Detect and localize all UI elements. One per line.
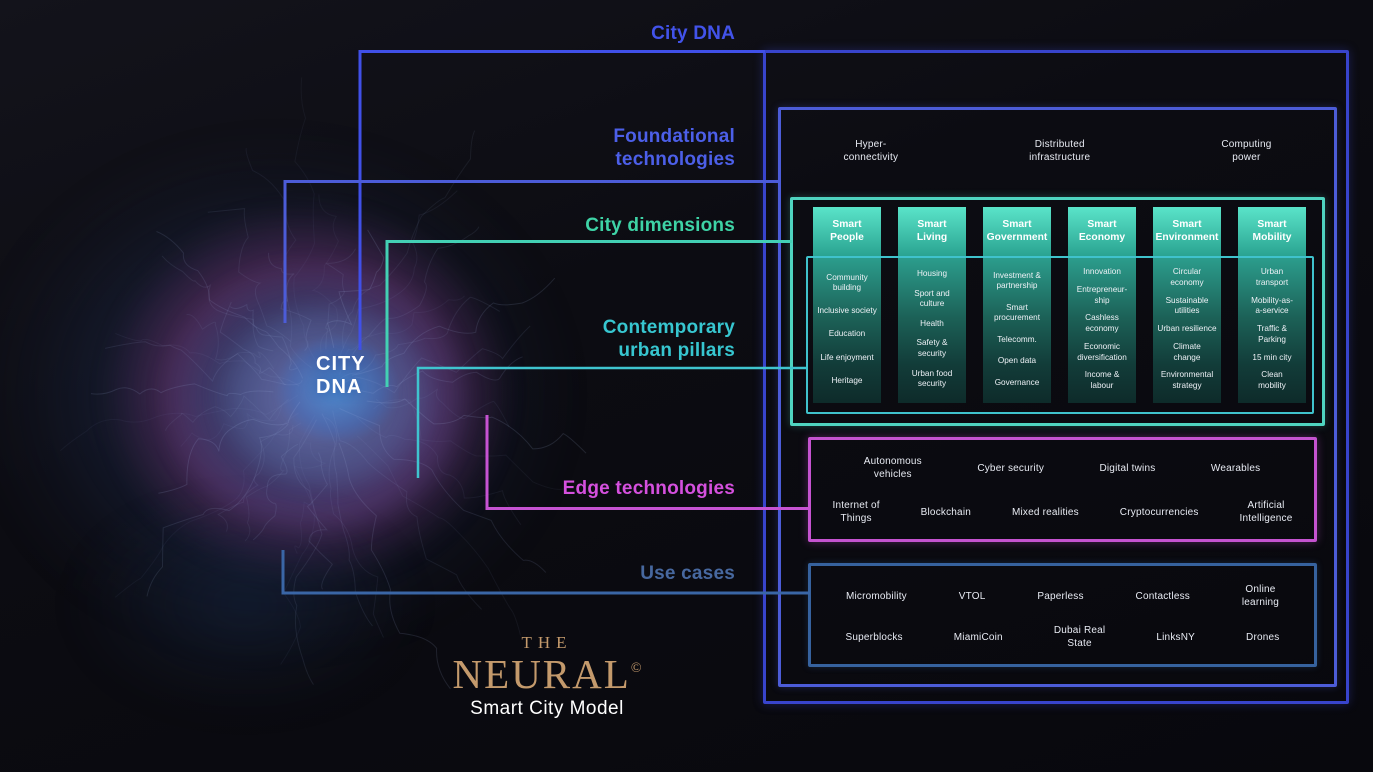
contemporary-urban-pillars-frame [806,256,1314,414]
edge-technology-item: Wearables [1210,462,1261,474]
pillar-title: Smart Living [898,207,966,256]
pillar-item: Telecomm. [997,334,1037,344]
use-case-item: Micromobility [845,590,907,602]
pillar-item: Climate change [1173,341,1201,362]
pillar-item: Clean mobility [1258,370,1286,391]
foundational-item: Hyper- connectivity [843,139,899,163]
pillar-item: Safety & security [916,338,948,359]
logo-the: The [521,633,573,652]
edge-technology-item: Internet of Things [832,500,880,524]
center-city-dna-label: CITY DNA [316,353,366,398]
use-case-item: VTOL [958,590,986,602]
connector-city-dimensions [385,240,792,387]
label-use-cases: Use cases [640,563,735,584]
edge-technology-item: Autonomous vehicles [863,456,922,480]
pillar-item: Sustainable utilities [1165,295,1209,316]
copyright-mark: © [630,661,642,676]
use-case-item: Dubai Real State [1053,625,1106,649]
edge-technology-item: Blockchain [920,506,971,518]
edge-technology-item: Artificial Intelligence [1239,500,1293,524]
logo-name-text: Neural [452,651,631,697]
use-cases-frame [808,563,1317,667]
logo: The Neural© Smart City Model [412,633,682,720]
pillar-item: Economic diversification [1077,341,1127,362]
label-city-dna: City DNA [651,23,735,44]
neural-blob-tail-glow [30,470,460,740]
pillar-title: Smart Mobility [1238,207,1306,256]
connector-contemporary [416,366,808,478]
use-case-item: Online learning [1241,584,1280,608]
logo-name: Neural© [412,651,682,697]
pillar-title: Smart Environment [1153,207,1221,256]
pillar-item: Cashless economy [1085,313,1119,334]
label-contemporary-urban-pillars: Contemporary urban pillars [602,317,735,361]
pillar-item: Open data [997,356,1037,366]
pillar-item: Mobility-as- a-service [1251,295,1293,316]
neural-blob-mid-layer [128,232,503,567]
pillar-item: Smart procurement [994,302,1040,323]
edge-technology-item: Cryptocurrencies [1119,506,1199,518]
edge-technology-item: Mixed realities [1011,506,1079,518]
foundational-row: Hyper- connectivity Distributed infrastru… [778,112,1337,190]
use-case-item: MiamiCoin [953,631,1003,643]
label-edge-technologies: Edge technologies [562,478,735,499]
pillar-item: Circular economy [1170,267,1204,287]
pillar-item: Inclusive society [817,306,877,316]
label-foundational-technologies: Foundational technologies [613,126,735,170]
pillar-item: Governance [994,377,1040,387]
pillar-item: Community building [826,272,868,293]
use-case-item: Superblocks [845,631,903,643]
pillar-item: Health [920,318,944,328]
use-case-item: LinksNY [1156,631,1196,643]
foundational-item: Computing power [1221,139,1272,163]
pillar-item: Sport and culture [914,288,950,309]
logo-subtitle: Smart City Model [470,698,624,720]
pillar-title: Smart People [813,207,881,256]
usecase-row-2: Superblocks MiamiCoin Dubai Real State Link… [820,618,1305,656]
label-city-dimensions: City dimensions [585,215,735,236]
use-case-item: Drones [1246,631,1280,643]
pillar-title: Smart Government [983,207,1051,256]
pillar-item: Education [828,329,866,339]
connector-foundational [283,180,780,323]
pillar-item: Housing [916,268,948,278]
edge-row-2: Internet of Things Blockchain Mixed realit… [812,490,1313,534]
edge-technology-item: Digital twins [1099,462,1156,474]
pillar-title: Smart Economy [1068,207,1136,256]
pillar-item: Heritage [831,375,863,385]
pillar-item: Innovation [1083,267,1121,277]
use-case-item: Paperless [1037,590,1084,602]
pillar-item: Environmental strategy [1160,370,1214,391]
pillar-item: Urban transport [1255,267,1289,287]
edge-row-1: Autonomous vehicles Cyber security Digital… [836,448,1288,488]
pillar-item: Urban food security [911,368,953,389]
usecase-row-1: Micromobility VTOL Paperless Contactless Onl… [820,578,1305,614]
pillar-item: Income & labour [1084,370,1120,391]
pillar-item: Traffic & Parking [1256,324,1288,344]
neural-blob-purple-ring [65,170,550,615]
pillar-item: Urban resilience [1157,324,1217,334]
connector-city-dna [358,50,765,350]
edge-technology-item: Cyber security [977,462,1045,474]
pillar-item: Investment & partnership [993,270,1041,291]
use-case-item: Contactless [1135,590,1190,602]
pillar-item: 15 min city [1252,352,1292,362]
neural-blob-outer-glow [0,110,600,680]
foundational-item: Distributed infrastructure [1029,139,1091,163]
pillar-item: Entrepreneur- ship [1076,285,1128,305]
pillar-item: Life enjoyment [820,352,874,362]
